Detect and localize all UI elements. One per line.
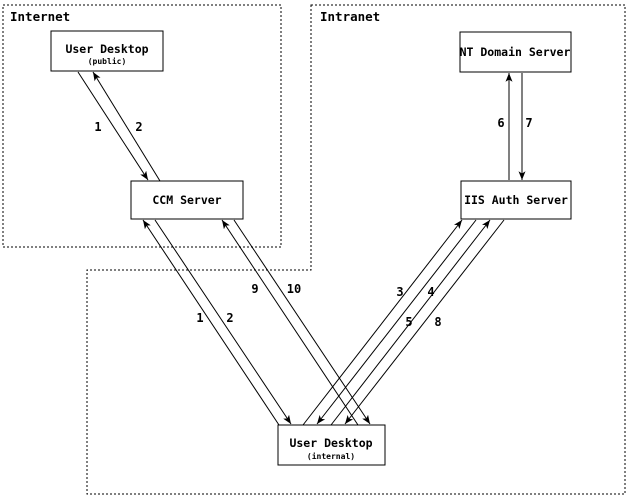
node-nt-domain-server-box <box>459 31 572 73</box>
edge-1-internaldesktop-to-ccm <box>142 219 280 426</box>
node-user-desktop-internal-title: User Desktop <box>289 436 372 450</box>
node-user-desktop-public-subtitle: (public) <box>88 56 127 66</box>
node-user-desktop-public-title: User Desktop <box>65 42 148 56</box>
node-user-desktop-internal-box <box>277 424 386 466</box>
node-ccm-server-box <box>130 180 244 220</box>
node-iis-auth-server: IIS Auth Server <box>460 180 572 220</box>
edge-8-iis-to-internaldesktop <box>344 219 505 425</box>
node-user-desktop-internal-subtitle: (internal) <box>307 451 355 461</box>
node-ccm-server-title: CCM Server <box>152 193 221 207</box>
edge-10-ccm-to-internaldesktop <box>233 219 371 425</box>
node-nt-domain-server: NT Domain Server <box>459 31 572 73</box>
node-ccm-server: CCM Server <box>130 180 244 220</box>
edge-label-1-public: 1 <box>94 120 101 134</box>
internet-zone-label: Internet <box>10 9 70 24</box>
intranet-zone-label: Intranet <box>320 9 380 24</box>
intranet-zone-boundary <box>86 4 626 495</box>
node-iis-auth-server-box <box>460 180 572 220</box>
edge-label-1-internal: 1 <box>196 311 203 325</box>
edge-label-5: 5 <box>405 315 412 329</box>
edge-label-4: 4 <box>427 285 434 299</box>
node-nt-domain-server-title: NT Domain Server <box>460 45 571 59</box>
edge-label-2-public: 2 <box>135 120 142 134</box>
node-user-desktop-internal: User Desktop (internal) <box>277 424 386 466</box>
edge-label-10: 10 <box>287 282 301 296</box>
edge-label-3: 3 <box>396 285 403 299</box>
edge-label-2-internal: 2 <box>226 311 233 325</box>
edge-3-internaldesktop-to-iis <box>302 219 463 426</box>
edge-4-iis-to-internaldesktop <box>316 219 477 425</box>
edge-5-internaldesktop-to-iis <box>330 219 491 426</box>
edge-9-internaldesktop-to-ccm <box>221 219 359 426</box>
edge-label-6: 6 <box>497 116 504 130</box>
edge-2-ccm-to-internaldesktop <box>154 219 292 425</box>
node-iis-auth-server-title: IIS Auth Server <box>464 193 568 207</box>
edge-1-publicdesktop-to-ccm <box>77 71 149 181</box>
edge-2-ccm-to-publicdesktop <box>92 71 161 182</box>
node-user-desktop-public: User Desktop (public) <box>50 30 164 72</box>
node-user-desktop-public-box <box>50 30 164 72</box>
edge-label-7: 7 <box>525 116 532 130</box>
edge-label-9: 9 <box>251 282 258 296</box>
edge-label-8: 8 <box>434 315 441 329</box>
